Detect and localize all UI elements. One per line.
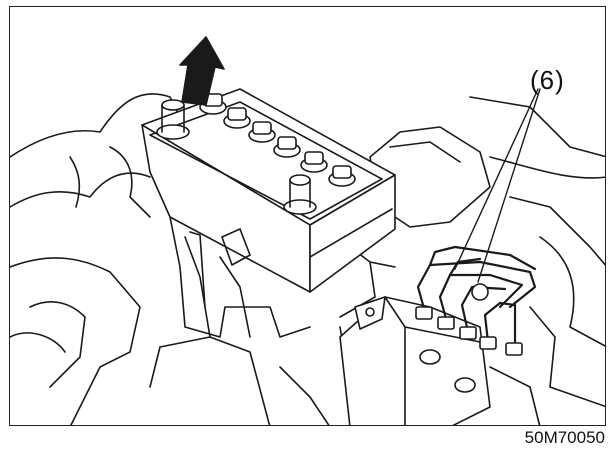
callout-label: (6) — [530, 65, 565, 95]
diagram-illustration — [10, 36, 605, 425]
battery-terminal-positive — [156, 99, 190, 140]
lift-arrow-icon — [179, 36, 225, 106]
figure-code: 50M70050 — [524, 428, 605, 447]
hydraulic-unit — [339, 296, 491, 425]
battery — [141, 88, 396, 293]
engine-bay-background — [10, 93, 605, 425]
brake-pipes — [415, 245, 537, 356]
battery-cell-caps — [199, 93, 356, 187]
battery-terminal-negative — [283, 174, 317, 215]
figure-frame: (6) — [9, 6, 606, 426]
callout-leader-lines — [454, 88, 541, 283]
